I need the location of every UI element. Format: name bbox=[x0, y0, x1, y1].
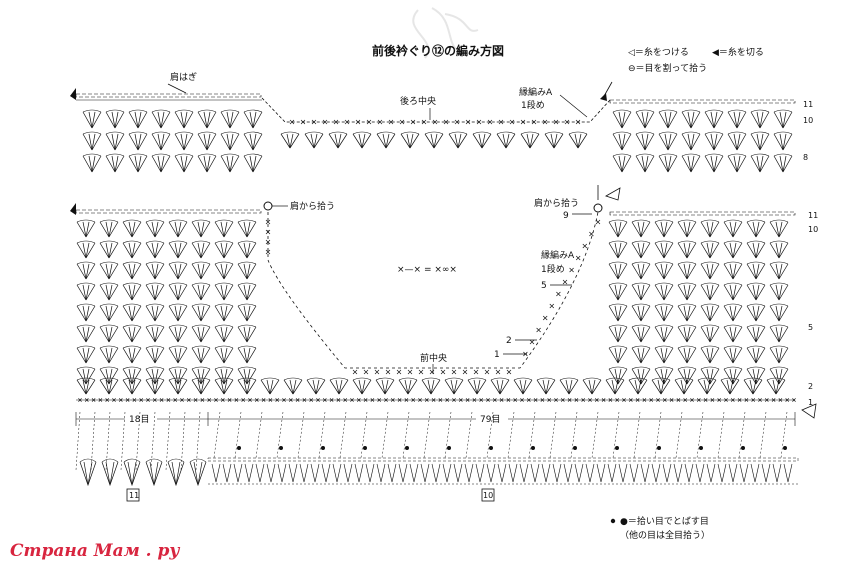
back-bind-row bbox=[289, 119, 581, 125]
back-row-label-8: 8 bbox=[803, 153, 808, 162]
front-row-2-inner-label: 2 bbox=[506, 336, 512, 346]
count-left: 18目 bbox=[129, 414, 149, 425]
edge-a-row-label-front: 1段め bbox=[541, 263, 565, 275]
section-11-strip bbox=[79, 458, 207, 487]
section-10-label: 10 bbox=[483, 491, 493, 500]
back-fan-rows bbox=[82, 109, 793, 173]
back-row-label-10: 10 bbox=[803, 116, 813, 125]
center-front-label: 前中央 bbox=[420, 352, 447, 364]
front-panel: 肩から拾う 肩から拾う 9 ×—× = ×∞× 縁編みA 1段め 5 前中央 2… bbox=[70, 185, 818, 419]
skip-note-line2: （他の目は全目拾う） bbox=[620, 529, 710, 541]
back-panel: 肩はぎ 後ろ中央 縁編みA 1段め 11 10 8 bbox=[70, 71, 813, 173]
section-11-label: 11 bbox=[129, 491, 139, 500]
section-10-strip bbox=[207, 457, 799, 485]
foundation-row bbox=[78, 398, 796, 402]
front-row-label-5: 5 bbox=[808, 323, 813, 332]
front-fan-rows bbox=[76, 219, 789, 395]
legend-split-pickup: ⊖＝目を割って拾う bbox=[628, 62, 707, 74]
front-row-label-11: 11 bbox=[808, 211, 818, 220]
diagram-title: 前後衿ぐり⑫の編み方図 bbox=[372, 43, 504, 58]
back-row-label-11: 11 bbox=[803, 100, 813, 109]
front-row-9-label: 9 bbox=[563, 211, 569, 221]
legend-attach-yarn: ◁＝糸をつける bbox=[628, 46, 689, 58]
front-row-label-1: 1 bbox=[808, 398, 813, 407]
front-row-1-inner-label: 1 bbox=[494, 350, 500, 360]
front-row-label-2: 2 bbox=[808, 382, 813, 391]
watermark-logo: Страна Мам . ру bbox=[10, 541, 180, 561]
pickup-left-label: 肩から拾う bbox=[290, 200, 335, 212]
legend-cut-yarn: ◀＝糸を切る bbox=[712, 46, 764, 58]
front-row-label-10: 10 bbox=[808, 225, 818, 234]
cut-yarn-icon-front bbox=[70, 203, 76, 215]
decorative-flourish-icon bbox=[412, 7, 479, 59]
center-back-label: 後ろ中央 bbox=[400, 95, 436, 107]
edge-a-label-back: 縁編みA bbox=[519, 86, 553, 98]
front-bind-row bbox=[265, 219, 601, 375]
count-right: 79目 bbox=[480, 414, 500, 425]
edge-a-row-label-back: 1段め bbox=[521, 99, 545, 111]
shoulder-seam-label: 肩はぎ bbox=[170, 71, 197, 83]
stitch-counts: 18目 79目 bbox=[75, 412, 796, 426]
cut-yarn-icon bbox=[70, 88, 76, 100]
pickup-right-label: 肩から拾う bbox=[534, 197, 579, 209]
front-row-labels-right: 11 10 5 2 1 bbox=[808, 211, 818, 407]
bind-equivalence-note: ×—× = ×∞× bbox=[397, 265, 457, 275]
edge-a-label-front: 縁編みA bbox=[541, 249, 575, 261]
skip-note-line1: ●＝拾い目でとばす目 bbox=[620, 515, 709, 527]
front-row-5-inner-label: 5 bbox=[541, 281, 547, 291]
